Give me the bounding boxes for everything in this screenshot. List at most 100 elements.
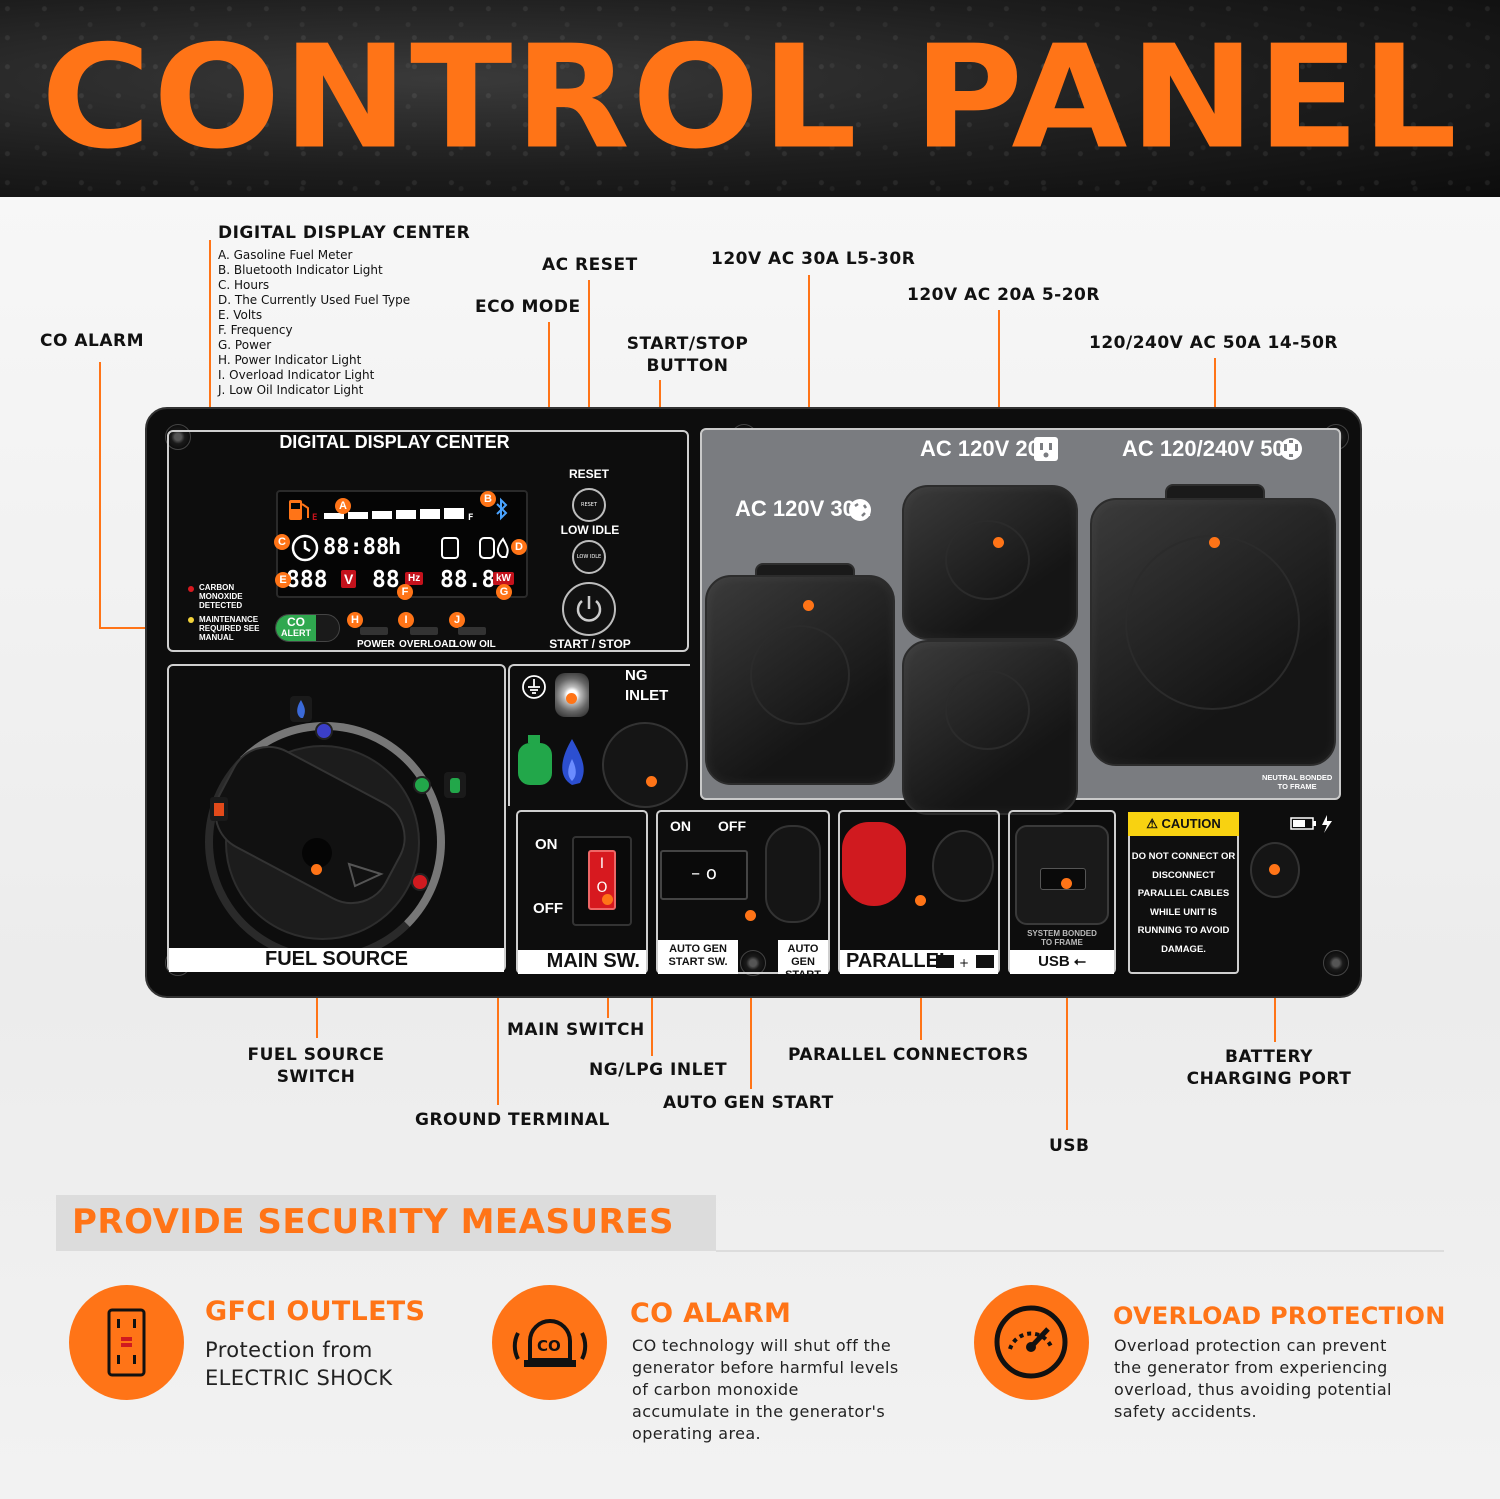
outlet-face-50a — [1125, 535, 1300, 710]
propane-tank-icon — [518, 735, 552, 785]
knob-arrow-icon — [347, 862, 384, 888]
ddc-item-g: G. Power — [218, 338, 272, 352]
outlet-face-20a-lower — [945, 670, 1030, 750]
gasoline-icon — [210, 797, 228, 821]
low-oil-indicator-light — [458, 627, 486, 635]
caution-panel — [1128, 812, 1239, 974]
clock-icon — [291, 534, 319, 562]
natural-gas-flame-icon — [290, 696, 312, 722]
ddc-item-c: C. Hours — [218, 278, 270, 292]
ddc-item-a: A. Gasoline Fuel Meter — [218, 248, 353, 262]
co-alert-button[interactable]: CO ALERT — [275, 614, 340, 642]
marker-d: D — [511, 539, 527, 555]
ddc-item-f: F. Frequency — [218, 323, 293, 337]
auto-gen-start-label: AUTO GEN START — [778, 940, 828, 981]
power-indicator-light — [360, 627, 388, 635]
callout-dot — [915, 895, 926, 906]
callout-start-stop: START/STOP BUTTON — [626, 334, 749, 376]
callout-dot — [745, 910, 756, 921]
bluetooth-icon — [496, 497, 508, 521]
parallel-battery-icon: + — [936, 955, 994, 970]
power-indicator-label: POWER — [357, 639, 395, 650]
page-title: CONTROL PANEL — [40, 15, 1460, 181]
ng-inlet-label: NG INLET — [625, 667, 669, 704]
start-stop-label: START / STOP — [549, 637, 631, 651]
callout-dot — [566, 693, 577, 704]
callout-14-50r: 120/240V AC 50A 14-50R — [1089, 333, 1338, 353]
auto-gen-sw-label: AUTO GEN START SW. — [658, 940, 738, 974]
knob-center-icon — [302, 838, 332, 868]
natural-gas-icon — [562, 739, 584, 785]
ac-reset-button[interactable]: RESET — [572, 488, 606, 522]
parallel-port-cap[interactable] — [932, 830, 994, 902]
callout-parallel-connectors: PARALLEL CONNECTORS — [788, 1045, 1029, 1065]
auto-gen-start-port-cap[interactable] — [765, 825, 821, 923]
parallel-label: PARALLEL — [840, 950, 998, 974]
callout-digital-display: DIGITAL DISPLAY CENTER — [218, 223, 471, 243]
callout-usb: USB — [1049, 1136, 1090, 1156]
start-stop-button[interactable] — [562, 582, 616, 636]
reset-leader-line — [588, 280, 590, 460]
outlet-50a-label: AC 120/240V 50A — [1122, 436, 1301, 461]
marker-c: C — [274, 534, 290, 550]
power-icon — [576, 596, 602, 622]
callout-ac-reset: AC RESET — [542, 255, 638, 275]
callout-dot — [803, 600, 814, 611]
fuel-full-label: F — [468, 513, 474, 523]
usb-cover[interactable] — [1015, 825, 1109, 925]
auto-gen-on-label: ON — [670, 818, 691, 834]
co-alarm-description: CO technology will shut off the generato… — [632, 1336, 899, 1443]
lpg-tank-small-icon — [444, 772, 466, 798]
callout-l5-30r: 120V AC 30A L5-30R — [711, 249, 916, 269]
security-title: PROVIDE SECURITY MEASURES — [72, 1202, 674, 1242]
callout-dot — [1209, 537, 1220, 548]
overload-title: OVERLOAD PROTECTION — [1113, 1302, 1446, 1330]
main-sw-label: MAIN SW. — [518, 950, 646, 974]
co-alert-label: CO ALERT — [276, 615, 316, 641]
caution-text: DO NOT CONNECT OR DISCONNECT PARALLEL CA… — [1131, 851, 1236, 955]
screw-icon — [740, 950, 766, 976]
fuel-pump-icon — [289, 500, 309, 520]
callout-co-alarm: CO ALARM — [40, 331, 144, 351]
callout-battery-charging: BATTERY CHARGING PORT — [1186, 1047, 1352, 1089]
auto-gen-start-switch[interactable]: – o — [660, 850, 748, 900]
ddc-item-d: D. The Currently Used Fuel Type — [218, 293, 411, 307]
outlet-face-30a — [750, 625, 850, 725]
overload-description: Overload protection can prevent the gene… — [1114, 1336, 1392, 1421]
callout-dot — [993, 537, 1004, 548]
callout-dot — [311, 864, 322, 875]
low-oil-indicator-label: LOW OIL — [453, 639, 496, 650]
co-alarm-icon-circle: CO — [492, 1285, 607, 1400]
ddc-item-i: I. Overload Indicator Light — [218, 368, 375, 382]
lcd-freq-unit: Hz — [405, 572, 424, 585]
svg-text:CO: CO — [537, 1337, 561, 1355]
main-off-label: OFF — [533, 900, 563, 917]
callout-5-20r: 120V AC 20A 5-20R — [907, 285, 1100, 305]
parallel-red-knob[interactable] — [842, 822, 906, 906]
main-on-label: ON — [535, 836, 558, 853]
callout-main-switch: MAIN SWITCH — [507, 1020, 645, 1040]
callout-auto-gen-start: AUTO GEN START — [663, 1093, 834, 1113]
overload-gauge-icon — [994, 1305, 1068, 1379]
callout-dot — [602, 894, 613, 905]
twist-lock-icon — [849, 499, 871, 521]
header-banner: CONTROL PANEL — [0, 0, 1500, 197]
eco-mode-button[interactable]: LOW IDLE — [572, 540, 606, 574]
ddc-item-b: B. Bluetooth Indicator Light — [218, 263, 383, 277]
fuel-position-gas-dot — [411, 873, 429, 891]
usb-leader-line — [1066, 884, 1068, 1130]
low-idle-label: LOW IDLE — [560, 523, 620, 537]
co-detected-led — [188, 586, 194, 592]
screw-icon — [165, 424, 191, 450]
fuel-type-icons — [441, 537, 509, 559]
lcd-power-value: 88.8 — [440, 567, 496, 593]
co-alarm-icon: CO — [512, 1319, 588, 1367]
outlet-20a-icon — [1034, 437, 1058, 461]
lcd-freq-value: 88 — [372, 567, 400, 593]
co-alarm-title: CO ALARM — [630, 1298, 792, 1329]
callout-ground-terminal: GROUND TERMINAL — [415, 1110, 610, 1130]
ddc-item-h: H. Power Indicator Light — [218, 353, 362, 367]
ng-lpg-inlet-cap[interactable] — [602, 722, 688, 808]
auto-gen-off-label: OFF — [718, 818, 746, 834]
co-detected-text: CARBON MONOXIDE DETECTED — [199, 583, 243, 610]
